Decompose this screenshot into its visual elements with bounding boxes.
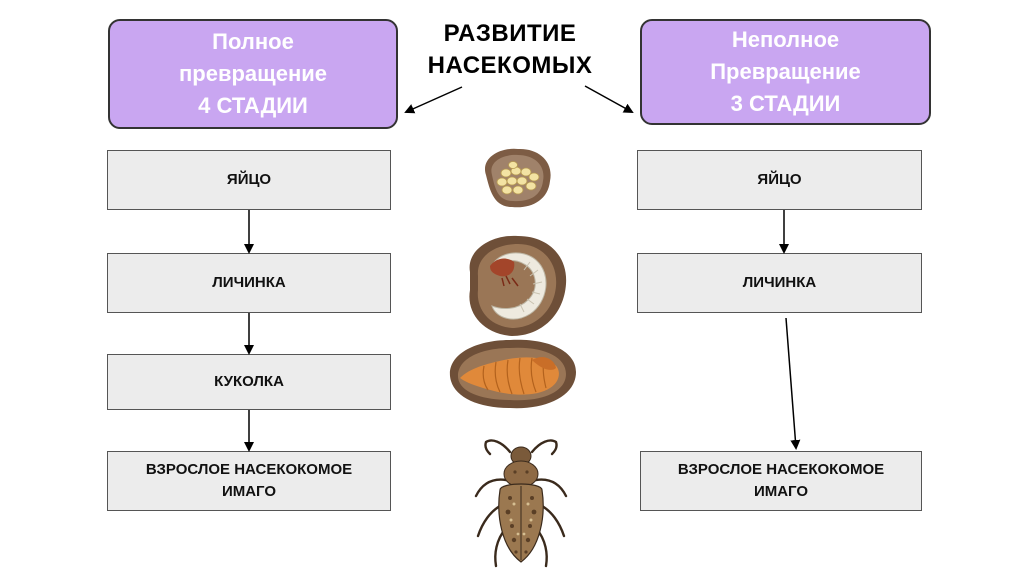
pupa-illustration [449,339,576,409]
larva-illustration [469,235,567,336]
stage-label: ЯЙЦО [226,171,272,188]
header-line-3: 4 СТАДИИ [198,93,308,118]
left-stage-larva: ЛИЧИНКА [107,253,391,313]
right-stage-egg: ЯЙЦО [637,150,922,210]
stage-label: ЛИЧИНКА [742,274,817,291]
eggs-illustration [484,148,551,208]
left-stage-egg: ЯЙЦО [107,150,391,210]
arrow-title-to-left [404,86,463,114]
right-stage-larva: ЛИЧИНКА [637,253,922,313]
title-line-2: НАСЕКОМЫХ [427,52,593,79]
incomplete-metamorphosis-header: Неполное Превращение 3 СТАДИИ [640,19,931,125]
right-stage-adult: ВЗРОСЛОЕ НАСЕКОКОМОЕ ИМАГО [640,451,922,511]
diagram-title: РАЗВИТИЕ НАСЕКОМЫХ [420,18,600,82]
stage-label-line-2: ИМАГО [753,483,809,500]
left-stage-adult: ВЗРОСЛОЕ НАСЕКОКОМОЕ ИМАГО [107,451,391,511]
complete-metamorphosis-header: Полное превращение 4 СТАДИИ [108,19,398,129]
header-line-3: 3 СТАДИИ [730,91,841,116]
header-line-1: Полное [212,29,294,54]
stage-label: ЛИЧИНКА [212,274,286,291]
stage-label-line-1: ВЗРОСЛОЕ НАСЕКОКОМОЕ [145,461,353,478]
stage-label-line-1: ВЗРОСЛОЕ НАСЕКОКОМОЕ [677,461,885,478]
header-line-2: Превращение [710,59,861,84]
header-line-2: превращение [178,61,327,86]
arrow-right-larva-to-adult [785,317,801,450]
stage-label: ЯЙЦО [757,171,802,188]
beetle-illustration [474,439,568,568]
left-stage-pupa: КУКОЛКА [107,354,391,410]
header-line-1: Неполное [731,27,840,52]
arrow-title-to-right [584,85,634,113]
stage-label: КУКОЛКА [214,373,284,390]
stage-label-line-2: ИМАГО [221,483,277,500]
title-line-1: РАЗВИТИЕ [443,20,577,47]
